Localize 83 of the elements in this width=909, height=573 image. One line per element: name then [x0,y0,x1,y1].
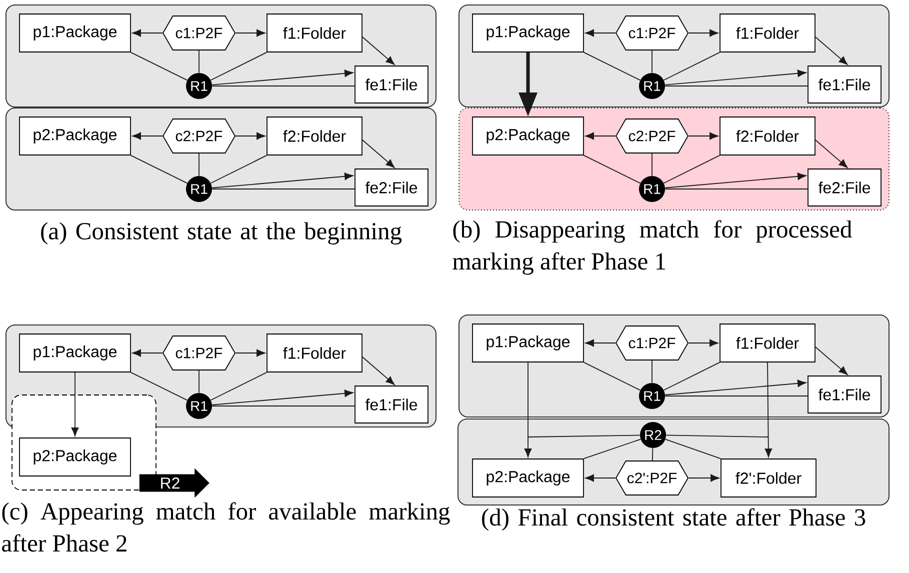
object-box: fe1:File [808,66,882,104]
connector-line [663,52,720,81]
connector-line [210,372,267,401]
object-box: p2:Package [19,438,131,476]
link-hexagon: c1:P2F [616,326,689,360]
arrow [362,356,395,385]
connector-line [652,448,654,461]
arrow [524,362,532,458]
object-box: f2:Folder [266,116,362,156]
link-hexagon: c1:P2F [616,16,689,50]
object-box: p2:Package [19,116,131,156]
connector-line [130,155,188,184]
arrow [212,390,354,406]
object-box: p2:Package [472,116,584,156]
connector-line [584,155,641,184]
arrow [585,474,616,482]
arrow [585,339,616,347]
object-box: p1:Package [19,14,131,52]
arrow [235,132,266,140]
connector-line [584,362,641,391]
object-box: f2:Folder [720,116,816,156]
object-box: p1:Package [472,14,584,52]
connector-line [663,362,720,391]
arrow [688,339,718,347]
connector-line [198,50,200,74]
link-hexagon: c2:P2F [162,118,236,154]
arrow [132,349,163,357]
object-box: f2':Folder [720,458,816,498]
arrow [764,362,772,458]
connector-line [130,52,188,81]
connector-line [130,372,188,401]
object-box: p2:Package [472,458,584,498]
connector-line [212,188,355,190]
link-hexagon: c2:P2F [616,118,689,154]
object-box: fe2:File [808,168,882,206]
subfigure-caption: (b) Disappearing match for processed marking after Phase 1 [452,220,852,275]
arrow [212,70,354,86]
connector-line [528,434,640,438]
connector-line [666,434,768,438]
arrow [585,29,616,37]
connector-line [210,155,267,184]
connector-line [663,155,720,184]
object-box: fe1:File [354,386,428,424]
connector-line [584,438,641,459]
subfigure-caption: (c) Appearing match for available marking after Phase 2 [2,502,450,552]
object-box: fe1:File [354,66,428,104]
arrow [212,172,354,188]
connector-line [198,370,200,394]
object-box: p1:Package [472,324,584,362]
arrow [132,29,163,37]
object-box: f1:Folder [266,334,362,372]
object-box: f1:Folder [720,14,816,52]
arrow [362,140,395,168]
arrow [664,172,806,188]
object-box: f1:Folder [266,14,362,52]
subfigure-caption: (a) Consistent state at the beginning [41,222,402,244]
arrow [362,36,395,65]
arrow [815,140,848,168]
object-box: fe2:File [354,168,428,206]
arrow [585,132,616,140]
arrow [688,29,718,37]
arrow [688,474,720,482]
connector-line [210,52,267,81]
subfigure-caption: (d) Final consistent state after Phase 3 [482,508,866,531]
object-box: fe1:File [808,376,882,414]
arrow [235,349,266,357]
connector-line [665,438,721,459]
arrow [688,132,718,140]
arrow [132,132,163,140]
connector-line [664,188,808,190]
link-hexagon: c1:P2F [162,16,236,50]
arrow [815,36,848,65]
object-box: f1:Folder [720,324,816,362]
arrow [235,29,266,37]
connector-line [198,153,200,176]
arrow [664,380,806,396]
arrow [71,372,79,436]
link-hexagon: c2':P2F [616,460,689,496]
object-box: p1:Package [19,334,131,372]
arrow [664,70,806,86]
link-hexagon: c1:P2F [162,336,236,370]
arrow [815,346,848,375]
connector-line [584,52,641,81]
